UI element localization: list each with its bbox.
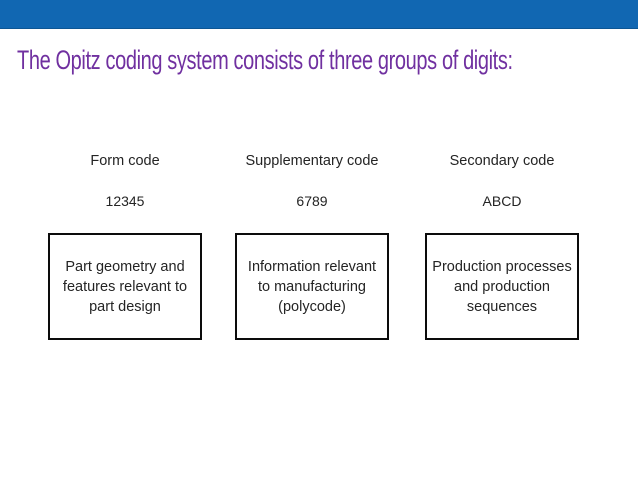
column-header-supplementary-code: Supplementary code xyxy=(245,153,379,169)
column-digits-secondary-code: ABCD xyxy=(482,193,522,209)
description-text-secondary-code: Production processes and production sequ… xyxy=(432,258,572,315)
column-form-code: Form code 12345 Part geometry and featur… xyxy=(45,152,205,340)
column-secondary-code: Secondary code ABCD Production processes… xyxy=(422,152,582,340)
top-accent-bar xyxy=(0,0,638,29)
column-supplementary-code: Supplementary code 6789 Information rele… xyxy=(232,152,392,340)
description-box-form-code: Part geometry and features relevant to p… xyxy=(48,233,202,340)
description-text-supplementary-code: Information relevant to manufacturing (p… xyxy=(247,258,377,315)
column-digits-supplementary-code: 6789 xyxy=(296,193,328,209)
column-digits-form-code: 12345 xyxy=(105,193,145,209)
column-header-form-code: Form code xyxy=(90,153,160,169)
description-text-form-code: Part geometry and features relevant to p… xyxy=(62,258,188,315)
column-header-secondary-code: Secondary code xyxy=(449,153,555,169)
description-box-secondary-code: Production processes and production sequ… xyxy=(425,233,579,340)
slide-title: The Opitz coding system consists of thre… xyxy=(17,45,513,75)
description-box-supplementary-code: Information relevant to manufacturing (p… xyxy=(235,233,389,340)
